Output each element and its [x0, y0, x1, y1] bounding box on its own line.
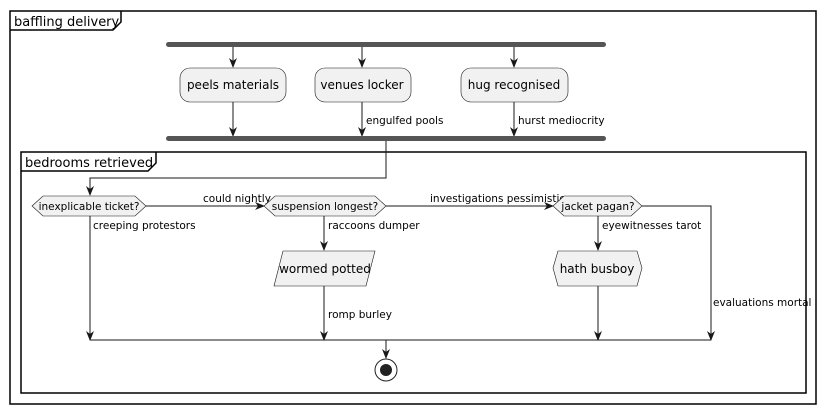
join-bar	[166, 136, 606, 141]
edge-join-decision-1	[86, 141, 387, 196]
decision-suspension-longest: suspension longest?	[263, 195, 387, 217]
fork-bar	[166, 42, 606, 47]
edge-label-engulfed-pools: engulfed pools	[366, 115, 443, 127]
edge-label-evaluations-mortal: evaluations mortal	[713, 297, 811, 309]
edge-label-could-nightly: could nightly	[203, 193, 271, 205]
decision-label: inexplicable ticket?	[39, 201, 140, 213]
edge-decision-3-merge	[642, 205, 715, 341]
decision-inexplicable-ticket: inexplicable ticket?	[31, 195, 147, 217]
edge-label-creeping-protestors: creeping protestors	[93, 220, 196, 232]
branch-node-peels-materials: peels materials	[179, 67, 287, 103]
branch-node-hug-recognised: hug recognised	[460, 67, 569, 103]
decision-label: suspension longest?	[272, 201, 378, 213]
io-node-wormed-potted: wormed potted	[273, 250, 376, 287]
edge-label-investigations-pessimistic: investigations pessimistic	[430, 193, 565, 205]
decision-label: jacket pagan?	[560, 201, 634, 213]
inner-frame-title: bedrooms retrieved	[25, 156, 153, 171]
inner-frame: bedrooms retrieved	[20, 151, 807, 394]
edge-label-hurst-mediocrity: hurst mediocrity	[518, 115, 605, 127]
edge-label-raccoons-dumper: raccoons dumper	[328, 220, 420, 232]
hex-node-label: hath busboy	[560, 262, 635, 276]
decision-jacket-pagan: jacket pagan?	[552, 195, 643, 217]
hex-node-hath-busboy: hath busboy	[552, 250, 643, 287]
outer-frame-title: baffling delivery	[14, 15, 120, 30]
io-node-label: wormed potted	[279, 262, 371, 276]
branch-node-venues-locker: venues locker	[314, 67, 412, 103]
branch-node-label: hug recognised	[468, 78, 560, 92]
outer-frame: baffling delivery	[9, 10, 817, 405]
branch-node-label: venues locker	[320, 78, 403, 92]
branch-node-label: peels materials	[187, 78, 279, 92]
end-node	[374, 358, 398, 382]
edge-label-eyewitnesses-tarot: eyewitnesses tarot	[602, 220, 701, 232]
edge-label-romp-burley: romp burley	[328, 309, 392, 321]
